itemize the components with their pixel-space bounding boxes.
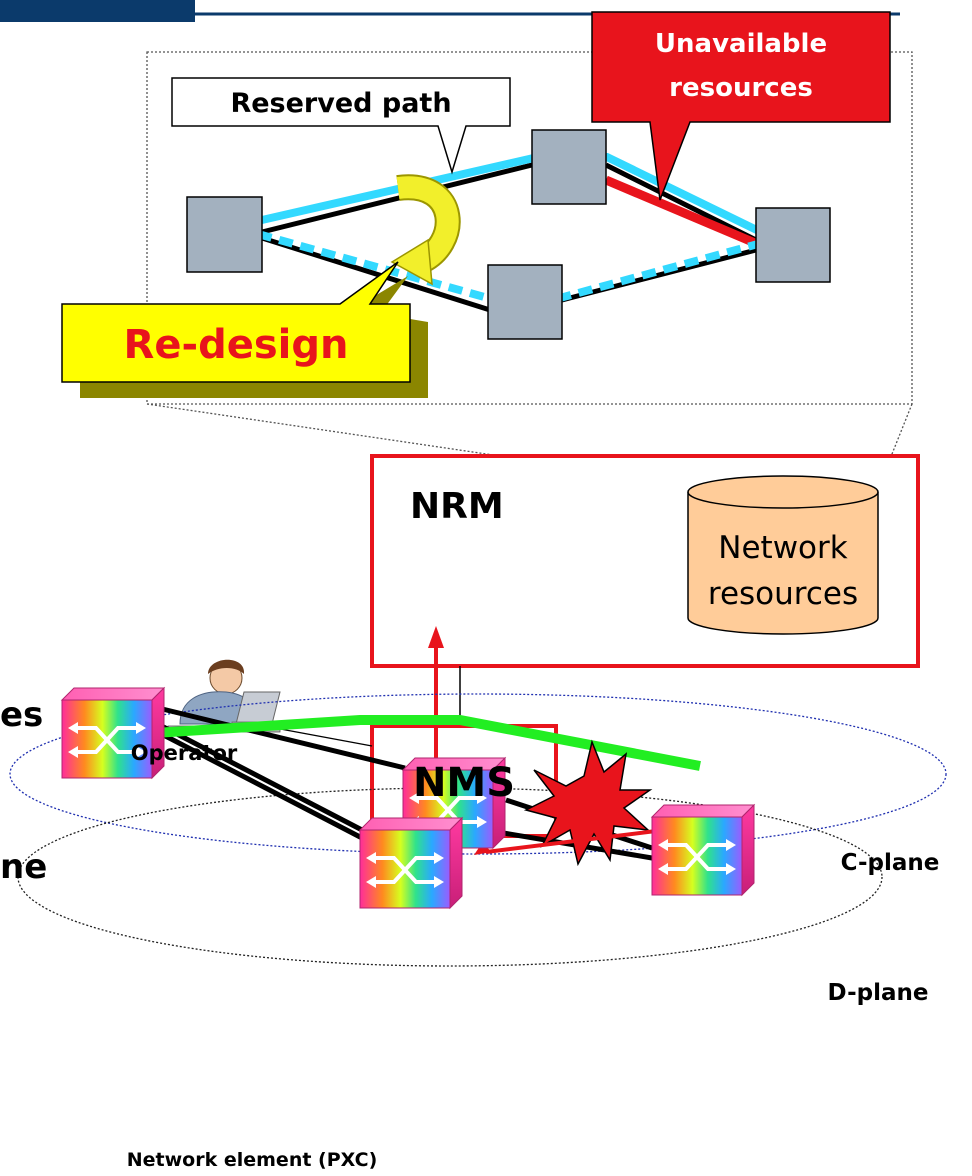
reserved-path-label: Reserved path <box>230 88 451 119</box>
failure-burst-icon <box>523 739 653 867</box>
nrm-title: NRM <box>410 486 504 527</box>
network-element-label: Network element (PXC) <box>127 1149 378 1171</box>
unavailable-callout <box>591 11 891 201</box>
topology-links <box>261 162 758 313</box>
nms-title: NMS <box>413 760 515 806</box>
unavailable-label-line2: resources <box>669 73 813 103</box>
c-plane-ellipse <box>9 693 947 855</box>
database-cylinder-icon <box>687 475 879 635</box>
active-path-line <box>107 715 701 771</box>
unavailable-label-line1: Unavailable <box>655 29 827 59</box>
database-label-line1: Network <box>718 530 847 566</box>
redesign-arrow-icon <box>390 174 461 286</box>
topology-nodes <box>186 129 831 340</box>
unavailable-link <box>604 175 757 248</box>
node <box>186 196 263 273</box>
c-plane-label: C-plane <box>841 850 940 876</box>
pxc-node-bottom <box>358 816 464 910</box>
node <box>531 129 607 205</box>
node <box>755 207 831 283</box>
operator-label: Operator <box>131 741 238 765</box>
pxc-node-right <box>650 803 756 897</box>
database-label-line2: resources <box>708 576 858 612</box>
zoom-frame <box>146 51 913 405</box>
reserved-path-callout <box>171 77 511 175</box>
clipped-text-line1: es <box>0 695 43 735</box>
d-plane-label: D-plane <box>828 980 929 1006</box>
redesign-callout <box>61 261 428 398</box>
redesign-label: Re-design <box>124 322 349 368</box>
alarm-arrow <box>485 828 665 854</box>
reserved-path-line <box>239 153 767 238</box>
clipped-text-line2: ne <box>0 847 47 887</box>
node <box>487 264 563 340</box>
header-bar <box>0 0 195 22</box>
